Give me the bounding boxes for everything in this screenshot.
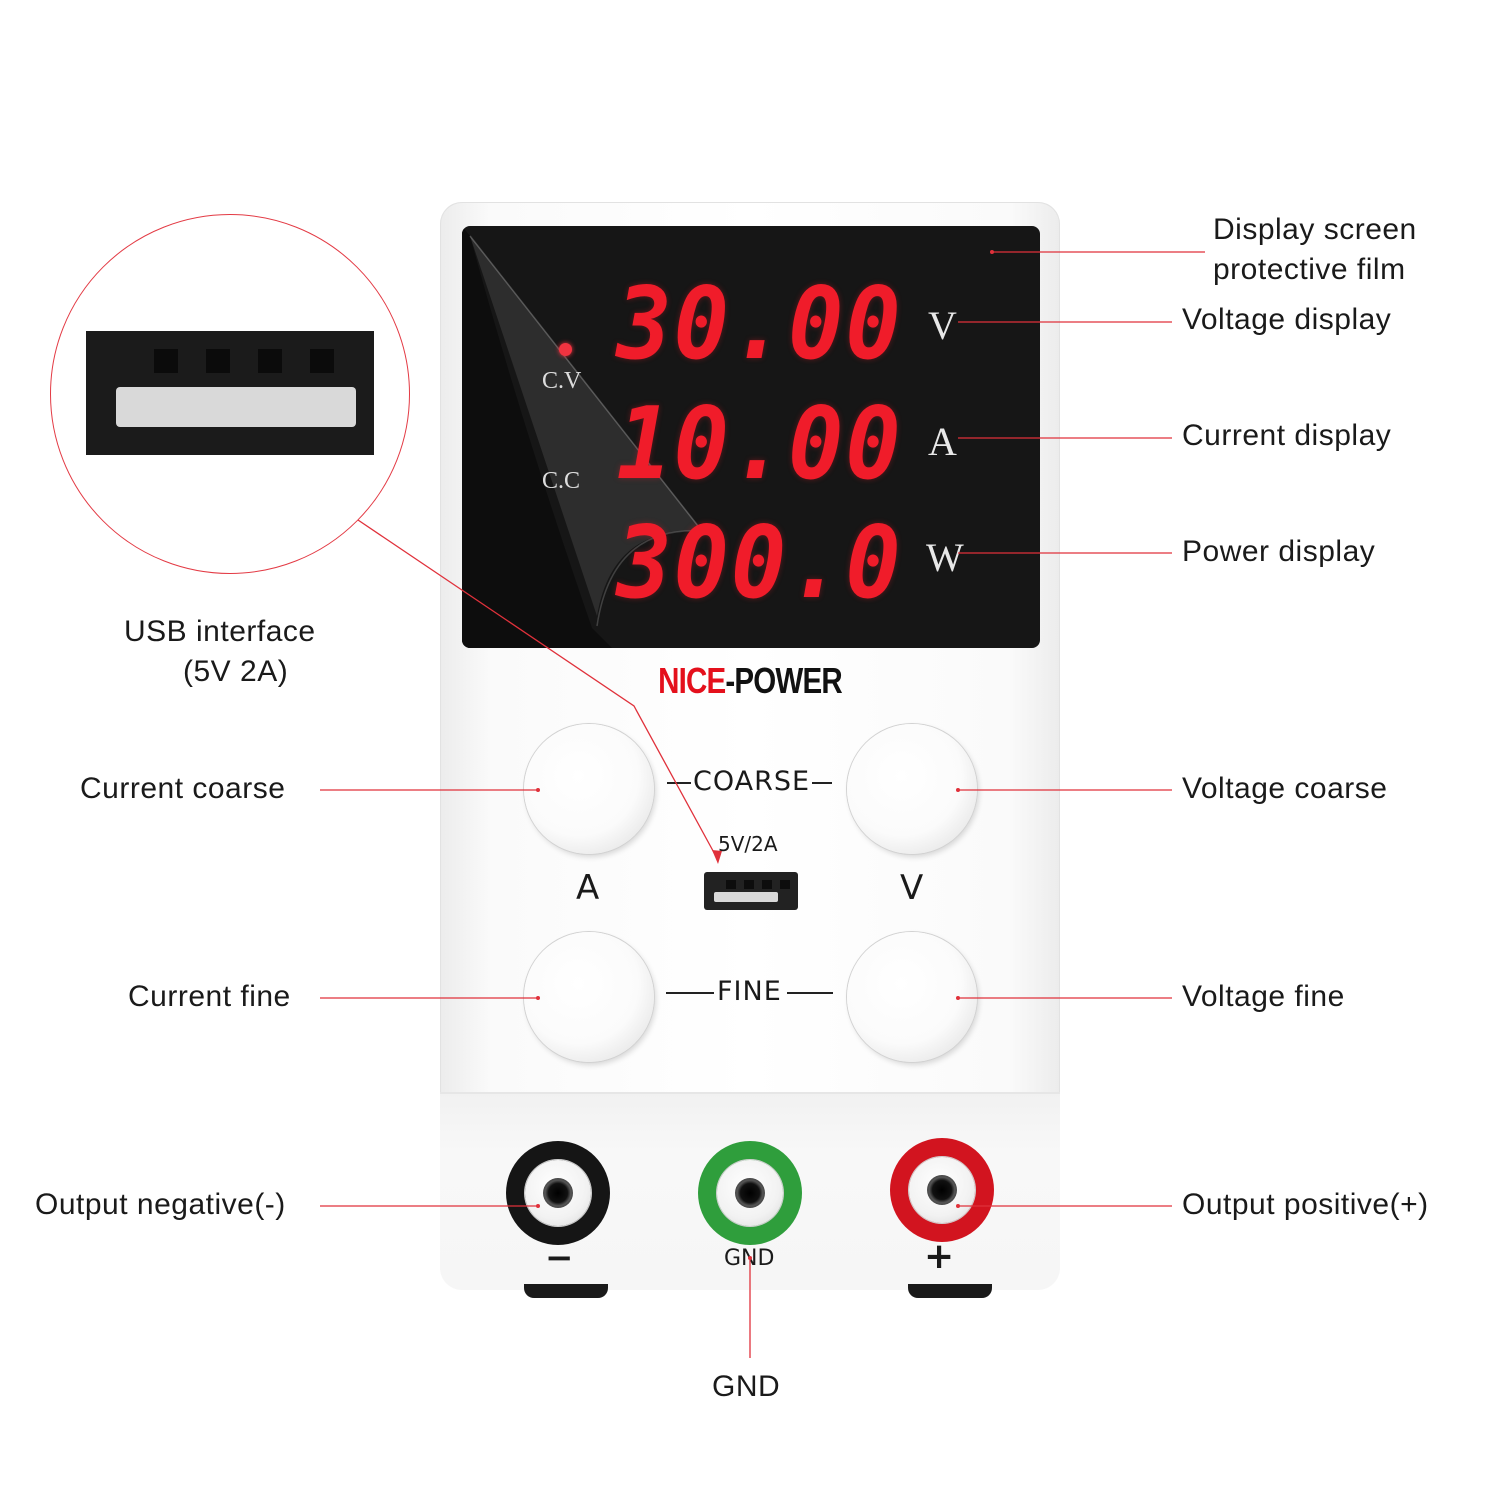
brand-logo: NICE-POWER [594, 660, 906, 702]
usb-magnified-view [50, 214, 410, 574]
voltage-fine-knob[interactable] [847, 932, 977, 1062]
usb-tongue [116, 387, 356, 427]
leader-dot [536, 1204, 540, 1208]
usb-pin [258, 349, 282, 373]
fine-label: FINE [717, 976, 782, 1007]
label-output-positive: Output positive(+) [1182, 1188, 1429, 1221]
device-foot [524, 1284, 608, 1298]
protective-film [462, 226, 703, 648]
fine-rule-right [787, 992, 833, 994]
terminal-cap [717, 1160, 783, 1226]
watt-unit: W [926, 535, 964, 580]
label-current-fine: Current fine [128, 980, 291, 1013]
leader-dot [956, 996, 960, 1000]
terminal-cap [909, 1157, 975, 1223]
terminal-socket [927, 1175, 957, 1205]
label-voltage-coarse: Voltage coarse [1182, 772, 1388, 805]
amp-unit: A [928, 419, 957, 464]
fine-rule-left [666, 992, 714, 994]
display-screen: C.V C.C 30.00 10.00 300.0 V A W [462, 226, 1040, 648]
leader-dot [536, 788, 540, 792]
knob-current-label: A [576, 868, 600, 908]
label-output-negative: Output negative(-) [35, 1188, 286, 1221]
leader-dot [956, 1204, 960, 1208]
current-readout: 10.00 [616, 385, 903, 502]
usb-pin [154, 349, 178, 373]
usb-pin [726, 880, 736, 889]
device-foot [908, 1284, 992, 1298]
label-voltage-display: Voltage display [1182, 303, 1392, 336]
usb-pin [762, 880, 772, 889]
terminal-socket [735, 1178, 765, 1208]
leader-dot [956, 788, 960, 792]
leader-dot [536, 996, 540, 1000]
positive-terminal[interactable] [890, 1138, 994, 1242]
leader-usb-arrowhead [712, 850, 722, 864]
label-film-line1: Display screen [1213, 213, 1417, 246]
current-fine-knob[interactable] [524, 932, 654, 1062]
voltage-readout: 30.00 [616, 265, 903, 382]
negative-terminal[interactable] [506, 1141, 610, 1245]
volt-unit: V [928, 303, 957, 348]
label-gnd: GND [712, 1370, 781, 1403]
label-film-line2: protective film [1213, 253, 1406, 286]
usb-tongue [714, 892, 778, 902]
coarse-label: COARSE [693, 766, 811, 797]
usb-pin [744, 880, 754, 889]
label-power-display: Power display [1182, 535, 1376, 568]
usb-pin [310, 349, 334, 373]
cc-label: C.C [542, 468, 581, 494]
label-usb-line2: (5V 2A) [183, 655, 289, 688]
voltage-coarse-knob[interactable] [847, 724, 977, 854]
negative-symbol: − [545, 1238, 574, 1278]
label-voltage-fine: Voltage fine [1182, 980, 1345, 1013]
cv-indicator-led [559, 343, 572, 356]
coarse-rule-right [812, 782, 832, 784]
knob-voltage-label: V [900, 868, 924, 908]
brand-part-2: -POWER [725, 660, 842, 701]
brand-part-1: NICE [658, 660, 726, 701]
usb-port-closeup [86, 331, 374, 455]
current-coarse-knob[interactable] [524, 724, 654, 854]
leader-dot [990, 250, 994, 254]
usb-pin [206, 349, 230, 373]
coarse-rule-left [667, 782, 691, 784]
usb-rating-label: 5V/2A [718, 832, 778, 856]
terminal-cap [525, 1160, 591, 1226]
leader-usb [357, 519, 719, 861]
label-usb-line1: USB interface [124, 615, 316, 648]
positive-symbol: + [924, 1236, 955, 1277]
leader-dot [748, 1256, 752, 1260]
terminal-socket [543, 1178, 573, 1208]
label-current-display: Current display [1182, 419, 1392, 452]
usb-pin [780, 880, 790, 889]
cv-label: C.V [542, 368, 582, 394]
power-readout: 300.0 [616, 504, 903, 621]
gnd-terminal[interactable] [698, 1141, 802, 1245]
usb-port[interactable] [704, 872, 798, 910]
label-current-coarse: Current coarse [80, 772, 286, 805]
